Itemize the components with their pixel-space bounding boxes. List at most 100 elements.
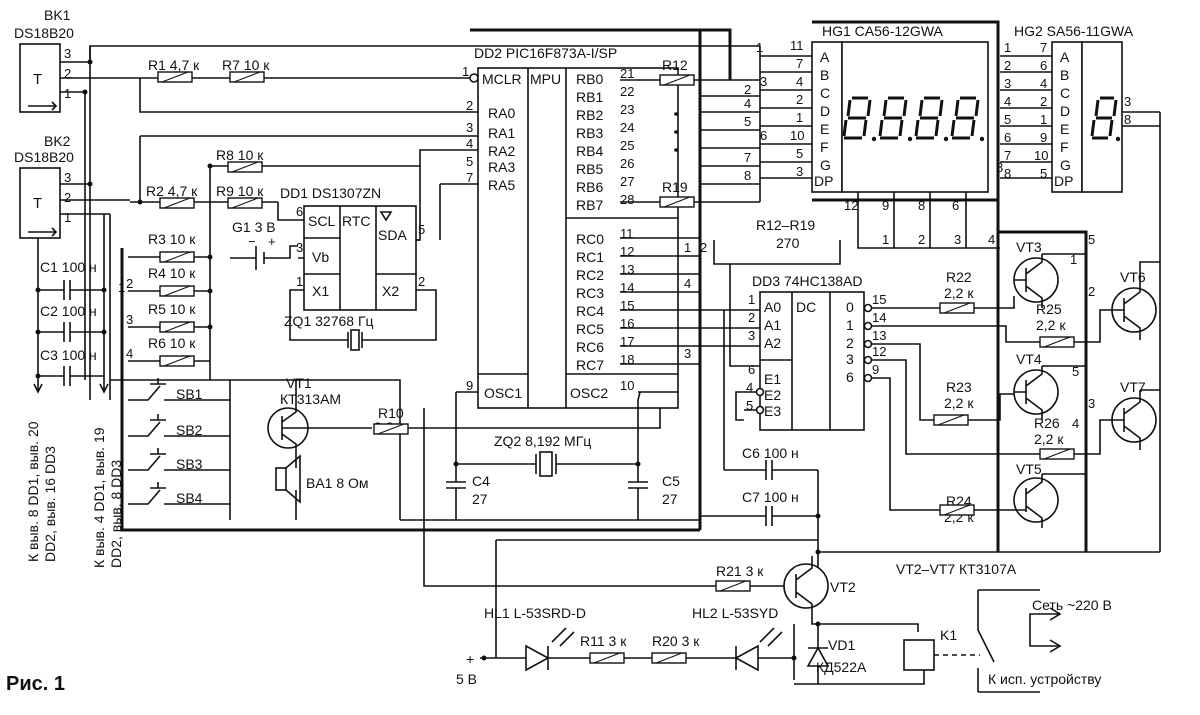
svg-text:R23: R23 <box>946 379 972 395</box>
svg-text:BA1 8 Ом: BA1 8 Ом <box>306 475 369 491</box>
svg-text:1: 1 <box>1070 252 1077 267</box>
svg-text:R26: R26 <box>1034 415 1060 431</box>
svg-text:7: 7 <box>1040 40 1047 55</box>
svg-text:3: 3 <box>1088 396 1095 411</box>
svg-text:G: G <box>1060 157 1071 173</box>
svg-text:C2 100 н: C2 100 н <box>40 303 97 319</box>
svg-text:К исп. устройству: К исп. устройству <box>988 671 1101 687</box>
svg-text:RB0: RB0 <box>576 71 603 87</box>
svg-text:2: 2 <box>1004 58 1011 73</box>
svg-text:3: 3 <box>126 312 133 327</box>
resistor-r24: R24 2,2 к <box>939 493 1014 525</box>
sensor-bk2-type: DS18B20 <box>14 149 74 165</box>
svg-text:VT2: VT2 <box>830 579 856 595</box>
svg-text:2: 2 <box>64 190 71 205</box>
display-hg2: HG2 SA56-11GWA A B C D E F G DP 1 2 3 4 … <box>1000 23 1161 552</box>
button-sb2: SB2 <box>128 414 230 438</box>
svg-text:8: 8 <box>996 160 1003 175</box>
svg-text:2: 2 <box>126 276 133 291</box>
hg1-digits <box>842 96 985 142</box>
svg-text:4: 4 <box>126 346 133 361</box>
svg-text:A0: A0 <box>764 299 781 315</box>
svg-text:6: 6 <box>748 362 755 377</box>
svg-text:2: 2 <box>1040 94 1047 109</box>
svg-text:VD1: VD1 <box>828 637 855 653</box>
svg-text:26: 26 <box>620 156 634 171</box>
svg-text:8: 8 <box>918 198 925 213</box>
svg-text:HL1 L-53SRD-D: HL1 L-53SRD-D <box>484 605 586 621</box>
svg-text:E3: E3 <box>764 403 781 419</box>
svg-text:RC3: RC3 <box>576 285 604 301</box>
button-sb4: SB4 <box>128 482 230 506</box>
sensor-bk2-name: BK2 <box>44 133 71 149</box>
svg-text:2: 2 <box>700 240 707 255</box>
svg-text:21: 21 <box>620 66 634 81</box>
svg-text:C: C <box>1060 85 1070 101</box>
svg-text:2: 2 <box>1088 284 1095 299</box>
svg-text:3: 3 <box>64 170 71 185</box>
resistor-r26: R26 2,2 к <box>1034 415 1112 460</box>
svg-text:R4 10 к: R4 10 к <box>148 265 196 281</box>
svg-text:R12: R12 <box>662 57 688 73</box>
resistor-r23: R23 2,2 к <box>933 379 1014 426</box>
svg-text:0: 0 <box>846 299 854 315</box>
svg-text:27: 27 <box>620 174 634 189</box>
svg-text:R11 3 к: R11 3 к <box>580 633 627 649</box>
svg-text:11: 11 <box>790 38 804 53</box>
capacitor-c6: C6 100 н <box>724 445 818 480</box>
svg-text:Сеть ~220 В: Сеть ~220 В <box>1032 597 1112 613</box>
svg-text:C5: C5 <box>662 473 680 489</box>
note-gnd-line2: DD2, выв. 8 DD3 <box>108 460 124 568</box>
svg-text:3: 3 <box>64 46 71 61</box>
svg-text:5: 5 <box>1072 364 1079 379</box>
svg-text:7: 7 <box>796 56 803 71</box>
svg-text:5: 5 <box>1040 166 1047 181</box>
svg-text:OSC1: OSC1 <box>484 385 522 401</box>
resistor-r20: R20 3 к <box>644 633 736 664</box>
svg-text:RB3: RB3 <box>576 125 603 141</box>
svg-text:RC2: RC2 <box>576 267 604 283</box>
capacitor-c5: C5 27 <box>628 464 680 520</box>
svg-text:R22: R22 <box>946 269 972 285</box>
svg-text:VT3: VT3 <box>1016 239 1042 255</box>
resistor-r19: R19 <box>659 179 695 208</box>
svg-text:F: F <box>1060 139 1069 155</box>
svg-text:4: 4 <box>1004 94 1011 109</box>
resistor-r12: R12 <box>659 57 695 86</box>
resistor-r25: R25 2,2 к <box>1036 301 1112 348</box>
svg-text:270: 270 <box>776 235 800 251</box>
svg-text:R3 10 к: R3 10 к <box>148 231 196 247</box>
resistor-r9: R9 10 к <box>216 183 264 209</box>
svg-text:RTC: RTC <box>342 213 371 229</box>
svg-text:VT5: VT5 <box>1016 461 1042 477</box>
svg-text:6: 6 <box>1004 130 1011 145</box>
svg-text:DD3 74HC138AD: DD3 74HC138AD <box>752 273 863 289</box>
svg-text:2: 2 <box>466 98 473 113</box>
svg-text:1: 1 <box>64 210 71 225</box>
svg-text:15: 15 <box>872 292 886 307</box>
svg-text:A: A <box>1060 49 1070 65</box>
svg-text:1: 1 <box>846 317 854 333</box>
svg-text:E: E <box>1060 121 1069 137</box>
resistor-r11: R11 3 к <box>580 633 644 664</box>
relay-k1: K1 <box>903 590 995 692</box>
resistor-r7: R7 10 к <box>222 57 270 83</box>
svg-text:VT1: VT1 <box>286 375 312 391</box>
svg-text:3: 3 <box>466 120 473 135</box>
svg-text:RB7: RB7 <box>576 197 603 213</box>
svg-text:2: 2 <box>64 66 71 81</box>
capacitor-c7: C7 100 н <box>700 489 818 526</box>
svg-text:7: 7 <box>466 170 473 185</box>
svg-text:B: B <box>820 67 829 83</box>
svg-text:27: 27 <box>662 491 678 507</box>
svg-text:F: F <box>820 139 829 155</box>
svg-text:SB3: SB3 <box>176 456 203 472</box>
svg-text:КД522А: КД522А <box>816 659 867 675</box>
svg-text:9: 9 <box>466 378 473 393</box>
svg-text:OSC2: OSC2 <box>570 385 608 401</box>
svg-text:C7 100 н: C7 100 н <box>742 489 799 505</box>
svg-text:5: 5 <box>1004 112 1011 127</box>
svg-text:RC1: RC1 <box>576 249 604 265</box>
svg-text:8: 8 <box>1124 112 1131 127</box>
